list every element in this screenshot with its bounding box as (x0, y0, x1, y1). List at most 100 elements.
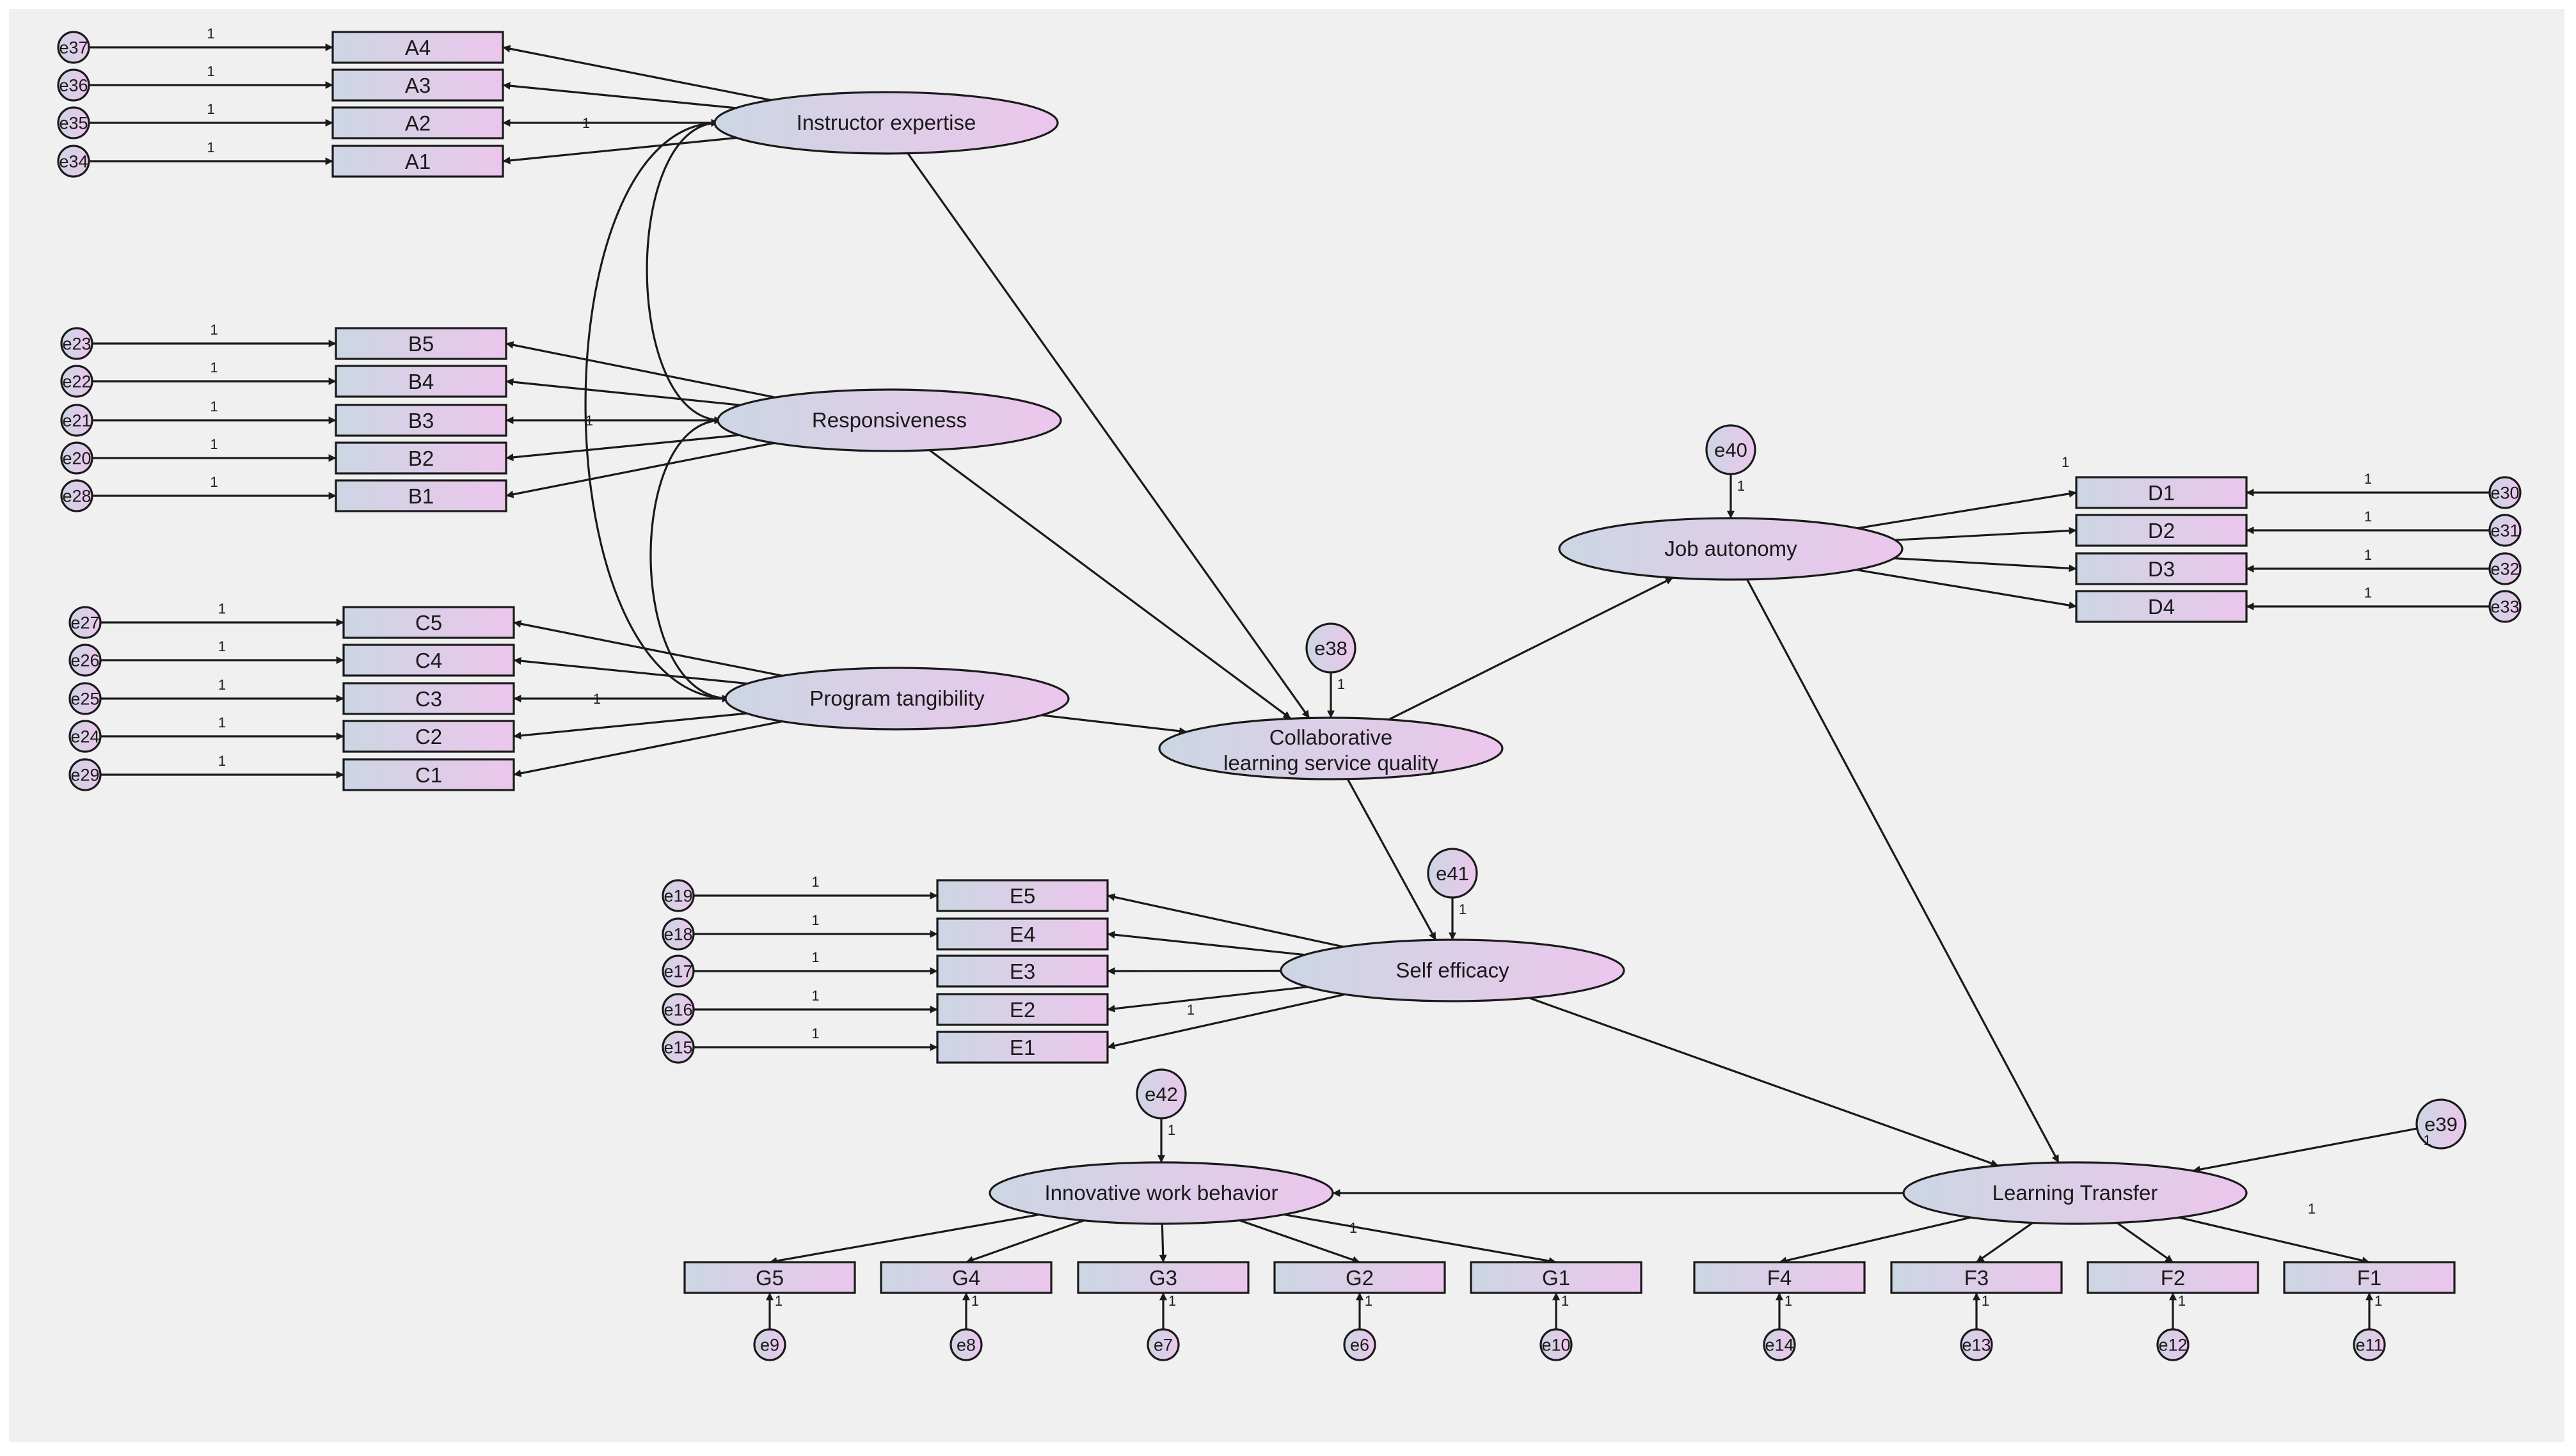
error-term-e10[interactable]: e10 (1539, 1328, 1573, 1361)
indicator-c4[interactable]: C4 (342, 644, 515, 677)
error-term-e13[interactable]: e13 (1960, 1328, 1993, 1361)
latent-program-tangibility[interactable]: Program tangibility (724, 667, 1070, 731)
error-term-e28[interactable]: e28 (60, 479, 93, 512)
indicator-box (1890, 1261, 2063, 1294)
indicator-e2[interactable]: E2 (936, 993, 1109, 1026)
error-term-e8[interactable]: e8 (950, 1328, 983, 1361)
error-label: e22 (62, 372, 91, 392)
error-label: e24 (70, 727, 99, 747)
error-weight-e24: 1 (218, 715, 226, 731)
indicator-label: C3 (415, 687, 442, 711)
error-term-e37[interactable]: e37 (57, 31, 90, 64)
error-term-e29[interactable]: e29 (68, 758, 102, 791)
error-term-e21[interactable]: e21 (60, 404, 93, 437)
error-term-e41[interactable]: e41 (1427, 848, 1478, 899)
error-term-e12[interactable]: e12 (2156, 1328, 2190, 1361)
error-term-e7[interactable]: e7 (1147, 1328, 1180, 1361)
indicator-d3[interactable]: D3 (2075, 552, 2248, 585)
error-term-e26[interactable]: e26 (68, 644, 102, 677)
error-term-e40[interactable]: e40 (1705, 424, 1756, 475)
error-term-e30[interactable]: e30 (2488, 476, 2522, 509)
latent-job-autonomy[interactable]: Job autonomy (1558, 517, 1904, 581)
indicator-a4[interactable]: A4 (331, 31, 504, 64)
error-term-e6[interactable]: e6 (1343, 1328, 1376, 1361)
indicator-e3[interactable]: E3 (936, 954, 1109, 988)
indicator-label: D4 (2148, 595, 2175, 619)
latent-responsiveness[interactable]: Responsiveness (717, 388, 1062, 452)
indicator-d4[interactable]: D4 (2075, 590, 2248, 623)
error-term-e25[interactable]: e25 (68, 682, 102, 715)
indicator-d2[interactable]: D2 (2075, 514, 2248, 547)
indicator-g3[interactable]: G3 (1077, 1261, 1250, 1294)
indicator-g5[interactable]: G5 (683, 1261, 856, 1294)
indicator-g1[interactable]: G1 (1470, 1261, 1642, 1294)
indicator-f4[interactable]: F4 (1693, 1261, 1866, 1294)
indicator-g4[interactable]: G4 (880, 1261, 1053, 1294)
error-term-e24[interactable]: e24 (68, 720, 102, 753)
error-weight-e37: 1 (207, 26, 214, 42)
error-term-e22[interactable]: e22 (60, 365, 93, 398)
error-circle (2488, 476, 2522, 509)
error-weight-e12: 1 (2178, 1293, 2186, 1309)
error-term-e11[interactable]: e11 (2353, 1328, 2386, 1361)
indicator-label: E4 (1010, 922, 1035, 946)
error-label: e34 (59, 152, 88, 171)
error-term-e9[interactable]: e9 (753, 1328, 786, 1361)
indicator-e1[interactable]: E1 (936, 1031, 1109, 1064)
indicator-e4[interactable]: E4 (936, 917, 1109, 951)
error-term-e27[interactable]: e27 (68, 606, 102, 639)
error-term-e19[interactable]: e19 (662, 879, 695, 912)
indicator-d1[interactable]: D1 (2075, 476, 2248, 509)
error-term-e16[interactable]: e16 (662, 993, 695, 1026)
error-term-e17[interactable]: e17 (662, 954, 695, 988)
latent-label: Program tangibility (809, 686, 985, 710)
error-weight-e27: 1 (218, 601, 226, 617)
error-term-e39[interactable]: e39 (2415, 1098, 2467, 1150)
error-term-e20[interactable]: e20 (60, 441, 93, 475)
indicator-a1[interactable]: A1 (331, 145, 504, 178)
error-weight-e9: 1 (775, 1293, 783, 1309)
indicator-b3[interactable]: B3 (335, 404, 507, 437)
indicator-c5[interactable]: C5 (342, 606, 515, 639)
error-term-e42[interactable]: e42 (1136, 1068, 1187, 1120)
indicator-b2[interactable]: B2 (335, 441, 507, 475)
latent-instructor-expertise[interactable]: Instructor expertise (713, 91, 1059, 155)
error-term-e15[interactable]: e15 (662, 1031, 695, 1064)
error-term-e33[interactable]: e33 (2488, 590, 2522, 623)
error-circle (68, 606, 102, 639)
indicator-b4[interactable]: B4 (335, 365, 507, 398)
indicator-b1[interactable]: B1 (335, 479, 507, 512)
error-label: e7 (1154, 1336, 1173, 1355)
indicator-c1[interactable]: C1 (342, 758, 515, 791)
error-term-e36[interactable]: e36 (57, 68, 90, 102)
error-term-e35[interactable]: e35 (57, 106, 90, 139)
latent-innovative-work-behavior[interactable]: Innovative work behavior (989, 1161, 1334, 1225)
indicator-c2[interactable]: C2 (342, 720, 515, 753)
indicator-f2[interactable]: F2 (2087, 1261, 2259, 1294)
error-term-e38[interactable]: e38 (1305, 622, 1356, 674)
error-term-e32[interactable]: e32 (2488, 552, 2522, 585)
indicator-e5[interactable]: E5 (936, 879, 1109, 912)
error-term-e14[interactable]: e14 (1763, 1328, 1796, 1361)
indicator-g2[interactable]: G2 (1273, 1261, 1446, 1294)
error-label: e31 (2490, 521, 2519, 541)
latent-learning-transfer[interactable]: Learning Transfer (1902, 1161, 2248, 1225)
indicator-a3[interactable]: A3 (331, 68, 504, 102)
indicator-label: D3 (2148, 557, 2175, 581)
indicator-box (683, 1261, 856, 1294)
indicator-b5[interactable]: B5 (335, 327, 507, 360)
indicator-f3[interactable]: F3 (1890, 1261, 2063, 1294)
error-term-e34[interactable]: e34 (57, 145, 90, 178)
error-term-e18[interactable]: e18 (662, 917, 695, 951)
error-term-e23[interactable]: e23 (60, 327, 93, 360)
indicator-f1[interactable]: F1 (2283, 1261, 2456, 1294)
loading-weight-f1: 1 (2308, 1201, 2316, 1217)
error-arrow-e39 (2192, 1127, 2417, 1173)
error-weight-e17: 1 (811, 949, 819, 965)
indicator-c3[interactable]: C3 (342, 682, 515, 715)
latent-self-efficacy[interactable]: Self efficacy (1280, 938, 1625, 1002)
error-term-e31[interactable]: e31 (2488, 514, 2522, 547)
error-weight-e36: 1 (207, 63, 214, 79)
indicator-a2[interactable]: A2 (331, 106, 504, 139)
